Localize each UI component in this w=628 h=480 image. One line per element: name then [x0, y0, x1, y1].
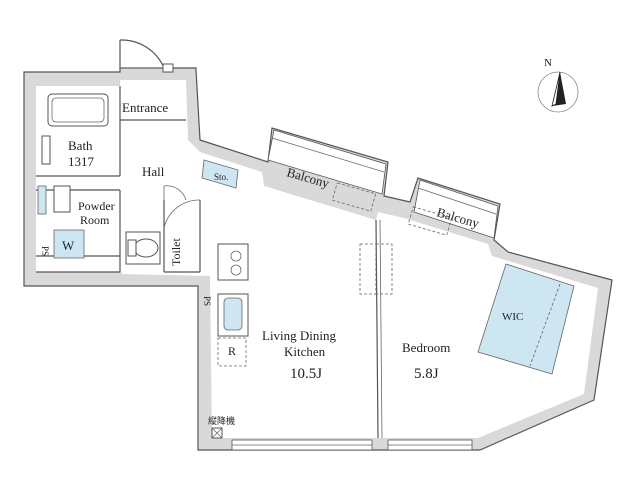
bath-size: 1317: [68, 154, 95, 169]
balcony-2: Balcony: [413, 179, 499, 239]
powder-label-2: Room: [80, 213, 110, 227]
bedroom-label: Bedroom: [402, 340, 450, 355]
evac-label: 縦降機: [208, 415, 235, 426]
outer-walls: [23, 67, 613, 451]
storage: Sto.: [201, 159, 239, 189]
ps-label-left: PS: [40, 246, 50, 256]
fridge-label: R: [228, 344, 236, 358]
living-size: 10.5J: [290, 366, 322, 382]
wic: WIC: [477, 263, 575, 375]
ps-label-kitchen: PS: [202, 296, 212, 306]
entrance-door: [119, 39, 174, 73]
toilet-room: Toilet: [125, 231, 183, 266]
north-label: N: [544, 57, 552, 69]
wic-label: WIC: [502, 311, 523, 323]
living-label-2: Kitchen: [284, 344, 326, 359]
kitchen: R PS: [202, 243, 249, 367]
bedroom-size: 5.8J: [414, 366, 439, 382]
washer-label: W: [62, 238, 75, 253]
living-label-1: Living Dining: [262, 328, 337, 343]
evacuation-hatch: 縦降機: [208, 415, 235, 439]
outdoor-units: [331, 182, 453, 295]
bottom-windows: [231, 439, 473, 451]
bath-label: Bath: [68, 138, 93, 153]
storage-label: Sto.: [214, 172, 228, 182]
north-arrow-icon: N: [537, 57, 579, 113]
bath-room: Bath 1317: [41, 93, 109, 169]
hall-label: Hall: [142, 164, 165, 179]
entrance-label: Entrance: [122, 100, 168, 115]
powder-label: Powder: [78, 199, 115, 213]
toilet-label: Toilet: [169, 238, 183, 266]
powder-room: Powder Room W PS: [37, 185, 115, 259]
